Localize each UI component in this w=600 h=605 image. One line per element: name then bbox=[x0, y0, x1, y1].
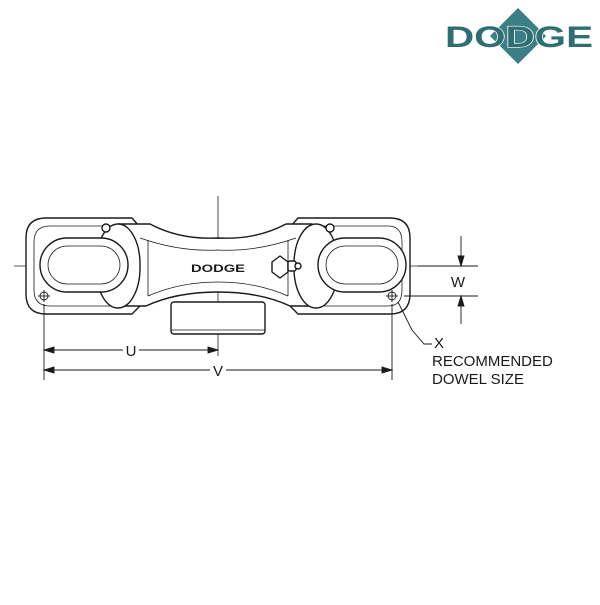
left-foot-inner bbox=[33, 225, 139, 307]
u-label: U bbox=[126, 343, 137, 360]
dowel-holes bbox=[38, 290, 398, 302]
housing-mark: DODGE bbox=[191, 263, 245, 275]
right-foot-inner bbox=[291, 225, 403, 307]
grease-fitting bbox=[271, 255, 289, 279]
dimension-w bbox=[404, 236, 478, 324]
callout-leader bbox=[397, 301, 432, 345]
right-cap-screw bbox=[325, 223, 335, 233]
u-arrow-left bbox=[42, 346, 55, 354]
grease-fitting-tip bbox=[294, 262, 302, 270]
v-label-bg bbox=[210, 361, 226, 379]
pillow-block-housing bbox=[25, 217, 411, 335]
v-label: V bbox=[213, 363, 223, 380]
dodge-logo: DODGE bbox=[444, 8, 594, 64]
left-bolt-slot-inner bbox=[47, 245, 121, 285]
v-arrow-right bbox=[381, 366, 394, 374]
center-body-arch bbox=[139, 237, 297, 251]
dowel-callout bbox=[397, 301, 432, 345]
bearing-insert bbox=[170, 301, 266, 335]
logo-text: DODGE bbox=[445, 21, 593, 54]
callout-letter: X bbox=[434, 335, 444, 352]
w-arrow-top bbox=[457, 255, 465, 268]
left-bolt-slot bbox=[39, 237, 129, 293]
logo-diamond bbox=[490, 8, 546, 64]
callout-line-1: RECOMMENDED bbox=[432, 353, 553, 370]
left-cap-screw bbox=[101, 223, 111, 233]
right-bolt-slot-inner bbox=[325, 245, 399, 285]
v-arrow-left bbox=[42, 366, 55, 374]
callout-line-2: DOWEL SIZE bbox=[432, 371, 524, 388]
w-arrow-bottom bbox=[457, 294, 465, 307]
right-bolt-slot bbox=[317, 237, 407, 293]
u-arrow-right bbox=[207, 346, 220, 354]
u-label-bg bbox=[123, 341, 139, 359]
w-label: W bbox=[451, 274, 466, 291]
center-body-lower-arch bbox=[147, 281, 289, 297]
